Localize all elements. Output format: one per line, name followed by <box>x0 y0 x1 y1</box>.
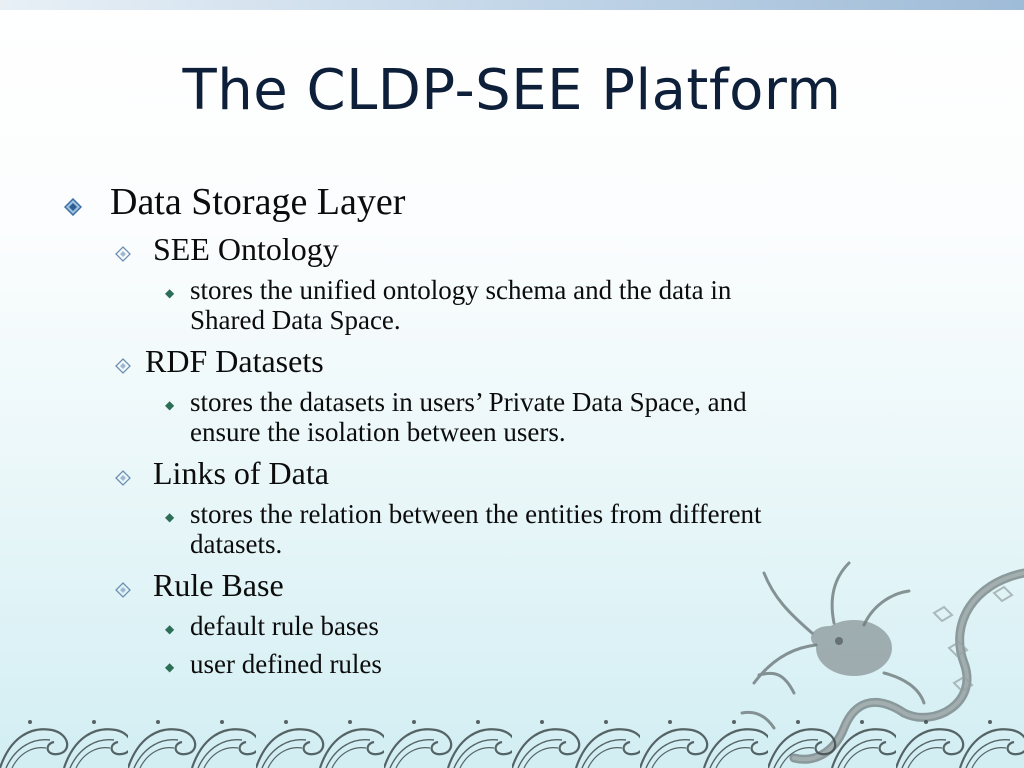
level1-heading: Data Storage Layer <box>110 181 406 223</box>
section-heading: Links of Data <box>153 455 329 491</box>
section-desc-line: datasets. <box>190 529 283 559</box>
section-desc-line: Shared Data Space. <box>190 305 401 335</box>
section-heading: RDF Datasets <box>145 343 324 379</box>
slide-title: The CLDP-SEE Platform <box>182 58 842 123</box>
small-diamond-bullet-icon: ◆ <box>165 622 175 636</box>
diamond-bullet-icon <box>115 470 131 486</box>
section-desc-line: stores the datasets in users’ Private Da… <box>190 387 747 417</box>
section-desc-line: stores the unified ontology schema and t… <box>190 275 732 305</box>
section-desc-line: ensure the isolation between users. <box>190 417 566 447</box>
rule-base-item: default rule bases <box>190 611 379 641</box>
section-desc-line: stores the relation between the entities… <box>190 499 762 529</box>
section-heading: Rule Base <box>153 567 284 603</box>
small-diamond-bullet-icon: ◆ <box>165 660 175 674</box>
small-diamond-bullet-icon: ◆ <box>165 510 175 524</box>
diamond-bullet-icon <box>64 198 82 216</box>
small-diamond-bullet-icon: ◆ <box>165 286 175 300</box>
top-accent-bar <box>0 0 1024 10</box>
diamond-bullet-icon <box>115 358 131 374</box>
wave-border-icon <box>0 708 1024 768</box>
section-heading: SEE Ontology <box>153 231 339 267</box>
small-diamond-bullet-icon: ◆ <box>165 398 175 412</box>
diamond-bullet-icon <box>115 582 131 598</box>
rule-base-item: user defined rules <box>190 649 382 679</box>
diamond-bullet-icon <box>115 246 131 262</box>
